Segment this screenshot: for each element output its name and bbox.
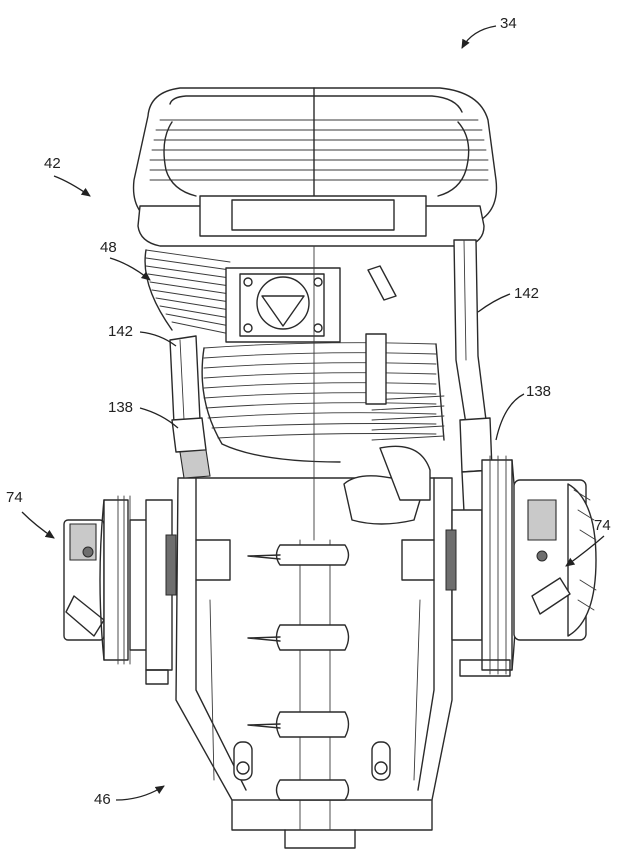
ref-numeral-cam-drive-left: 74 — [6, 489, 23, 506]
cam-drive-right — [445, 455, 597, 677]
ref-numeral-engine-assembly: 34 — [500, 15, 517, 32]
ref-numeral-cylinder-head: 42 — [44, 155, 61, 172]
crankcase-body — [175, 477, 453, 849]
ref-numeral-cooling-fins: 48 — [100, 239, 117, 256]
leader-lines — [21, 25, 605, 801]
cylinder-fins — [144, 245, 445, 541]
ref-numeral-crankcase: 46 — [94, 791, 111, 808]
ref-numeral-cam-drive-right: 74 — [594, 517, 611, 534]
ref-numeral-oil-line-right: 142 — [514, 285, 539, 302]
oil-lines — [169, 239, 497, 513]
cam-drive-left — [63, 495, 177, 685]
ref-numeral-fitting-right: 138 — [526, 383, 551, 400]
ref-numeral-oil-line-left: 142 — [108, 323, 133, 340]
cylinder-head-cover — [132, 87, 498, 247]
ref-numeral-fitting-left: 138 — [108, 399, 133, 416]
